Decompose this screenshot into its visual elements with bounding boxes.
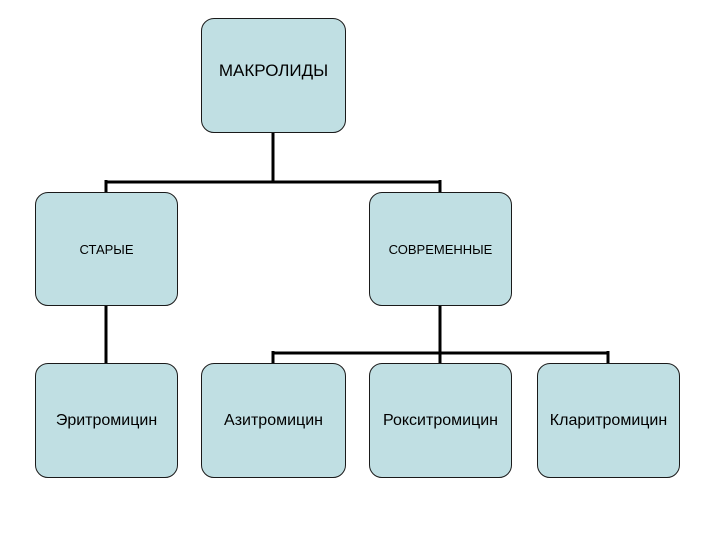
- leaf-node-azithromycin: Азитромицин: [201, 363, 346, 478]
- leaf-node-roxithromycin: Рокситромицин: [369, 363, 512, 478]
- group-node-old: СТАРЫЕ: [35, 192, 178, 306]
- group-node-old-label: СТАРЫЕ: [79, 241, 134, 257]
- group-node-modern: СОВРЕМЕННЫЕ: [369, 192, 512, 306]
- root-node-macrolides: МАКРОЛИДЫ: [201, 18, 346, 133]
- leaf-node-erythromycin-label: Эритромицин: [55, 411, 158, 429]
- root-node-label: МАКРОЛИДЫ: [218, 60, 329, 80]
- group-node-modern-label: СОВРЕМЕННЫЕ: [388, 241, 493, 257]
- leaf-node-clarithromycin-label: Кларитромицин: [549, 411, 668, 429]
- leaf-node-azithromycin-label: Азитромицин: [224, 411, 323, 429]
- leaf-node-roxithromycin-label: Рокситромицин: [383, 411, 498, 429]
- leaf-node-erythromycin: Эритромицин: [35, 363, 178, 478]
- leaf-node-clarithromycin: Кларитромицин: [537, 363, 680, 478]
